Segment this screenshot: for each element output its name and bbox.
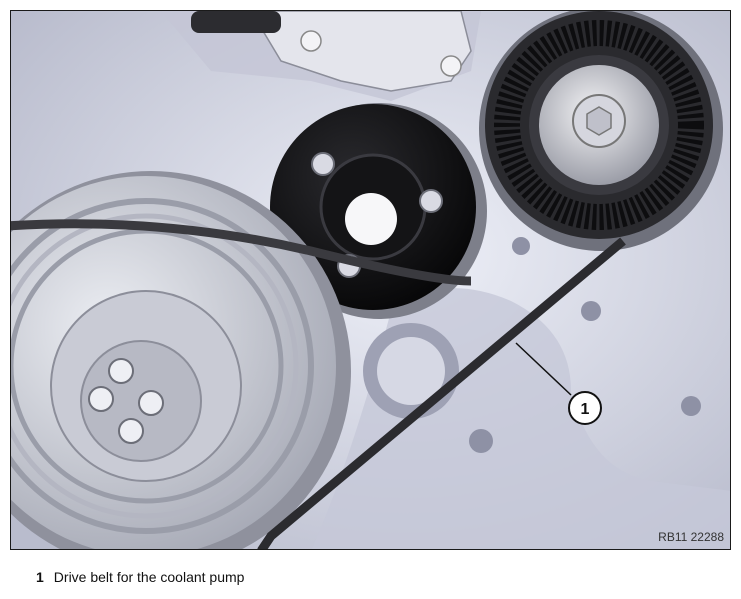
crank-bolt-icon	[118, 418, 144, 444]
pulley-bolt-icon	[419, 189, 443, 213]
crankshaft-pulley	[11, 171, 351, 549]
legend-number: 1	[36, 569, 44, 585]
crank-bolt-icon	[108, 358, 134, 384]
tensioner-pulley	[479, 11, 723, 251]
figure-legend: 1 Drive belt for the coolant pump	[36, 569, 244, 585]
figure-reference-number: RB11 22288	[658, 530, 724, 544]
callout-circle	[568, 391, 602, 425]
thermostat-housing	[191, 11, 472, 92]
crank-bolt-icon	[138, 390, 164, 416]
legend-text: Drive belt for the coolant pump	[53, 569, 245, 585]
coolant-pump-drive-belt	[11, 219, 626, 549]
pulley-bolt-icon	[311, 152, 335, 176]
engine-illustration: 1 RB11 22288	[10, 10, 731, 550]
callout-leader-line	[515, 342, 572, 396]
engine-drawing: 1	[11, 11, 730, 549]
callout-number: 1	[581, 401, 590, 418]
coolant-pump-pulley	[270, 103, 487, 319]
crank-bolt-icon	[88, 386, 114, 412]
pulley-hub-opening	[345, 193, 397, 245]
